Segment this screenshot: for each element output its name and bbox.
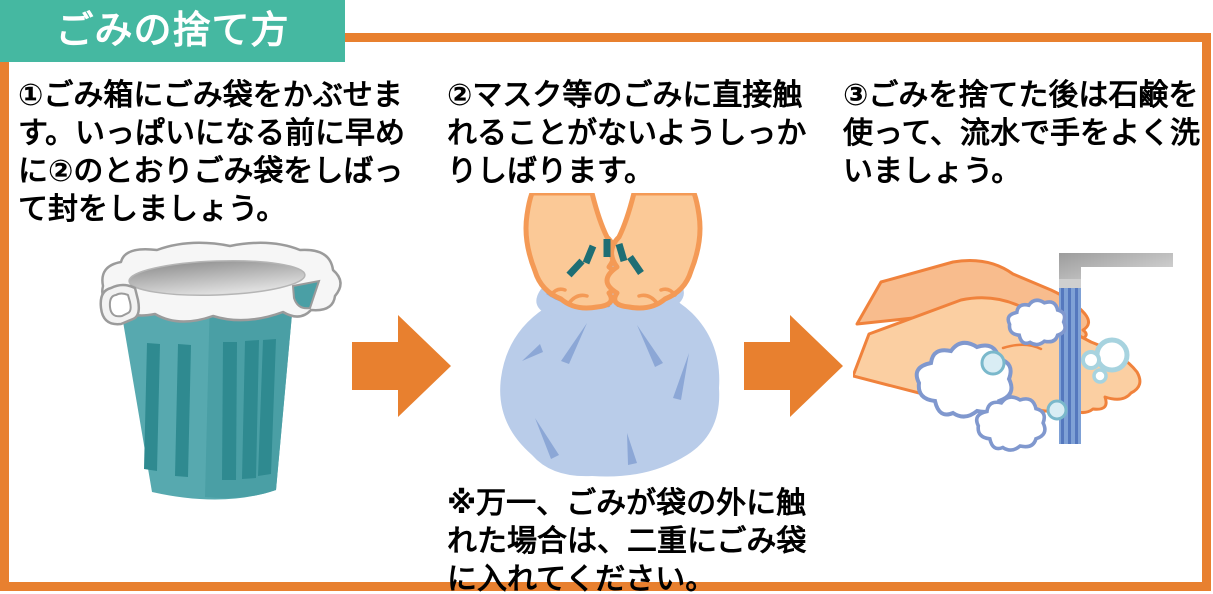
arrow-right-icon [744, 315, 843, 417]
text-line: て封をしましょう。 [18, 193, 287, 226]
arrow-right-icon [352, 315, 451, 417]
text-line: ②マスク等のごみに直接触 [447, 79, 803, 112]
bag-tying-illustration [500, 193, 720, 477]
water-bubbles [980, 337, 1130, 421]
page-border [0, 33, 1211, 591]
text-line: に②のとおりごみ袋をしばっ [18, 155, 404, 188]
left-hand [523, 193, 622, 311]
text-line: ③ごみを捨てた後は石鹸を [843, 79, 1199, 112]
text-line: れることがないようしっか [447, 117, 807, 150]
text-line: ※万一、ごみが袋の外に触 [447, 487, 807, 520]
text-line: りしばります。 [447, 155, 654, 188]
text-line: に入れてください。 [447, 563, 716, 594]
double-bag-note-text: ※万一、ごみが袋の外に触 れた場合は、二重にごみ袋 に入れてください。 [447, 485, 806, 594]
title-banner: ごみの捨て方 [0, 0, 345, 62]
page-title: ごみの捨て方 [55, 10, 290, 52]
text-line: ①ごみ箱にごみ袋をかぶせま [18, 79, 403, 112]
emphasis-marks-icon [566, 239, 644, 278]
garbage-bag-liner [99, 241, 342, 326]
bag-handle [99, 283, 141, 326]
faucet [1059, 253, 1173, 288]
step-2-text: ②マスク等のごみに直接触 れることがないようしっか りしばります。 [447, 77, 806, 191]
trash-can-illustration [99, 241, 342, 500]
hand-washing-illustration [853, 253, 1173, 452]
tied-garbage-bag [500, 285, 720, 477]
text-line: 使って、流水で手をよく洗 [843, 117, 1200, 150]
step-1-text: ①ごみ箱にごみ袋をかぶせま す。いっぱいになる前に早め に②のとおりごみ袋をしば… [18, 77, 405, 229]
text-line: れた場合は、二重にごみ袋 [447, 525, 807, 558]
step-3-text: ③ごみを捨てた後は石鹸を 使って、流水で手をよく洗 いましょう。 [843, 77, 1200, 191]
text-line: す。いっぱいになる前に早め [18, 117, 405, 150]
trash-can [119, 292, 294, 500]
text-line: いましょう。 [843, 155, 1022, 188]
